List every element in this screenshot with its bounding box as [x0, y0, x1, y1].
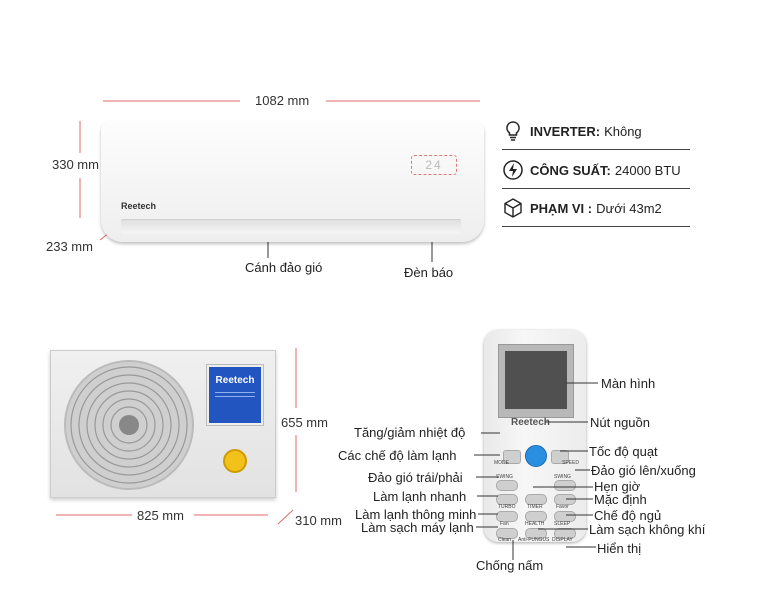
- warranty-badge: [223, 449, 247, 473]
- btn-text-clean: Clean: [498, 537, 512, 543]
- indoor-depth-label: 233 mm: [46, 239, 93, 254]
- btn-text-turbo: TURBO: [498, 504, 516, 510]
- btn-text-timer: TIMER: [527, 504, 543, 510]
- swing-lr-button[interactable]: [496, 480, 518, 491]
- btn-text-favor: Favor: [556, 504, 569, 510]
- label-power: Nút nguồn: [590, 415, 650, 430]
- btn-text-swing-ud: SWING: [554, 474, 571, 480]
- anti-fungus-button[interactable]: [525, 528, 547, 539]
- spec-range: PHẠM VI : Dưới 43m2: [502, 190, 690, 227]
- louver: [121, 219, 461, 234]
- cube-icon: [502, 197, 524, 219]
- label-display: Hiển thị: [597, 541, 642, 556]
- remote-screen: [498, 344, 574, 418]
- louver-label: Cánh đảo gió: [245, 260, 323, 275]
- label-swing-lr: Đảo gió trái/phải: [368, 470, 463, 485]
- label-screen: Màn hình: [601, 376, 656, 391]
- spec-key: INVERTER:: [530, 123, 601, 139]
- label-self-clean: Làm sạch máy lạnh: [361, 520, 474, 535]
- health-button[interactable]: [525, 511, 547, 522]
- label-default: Mặc định: [594, 492, 647, 507]
- lightbulb-icon: [502, 120, 524, 142]
- lightning-icon: [502, 159, 524, 181]
- spec-power: CÔNG SUẤT: 24000 BTU: [502, 152, 690, 189]
- indoor-width-label: 1082 mm: [255, 93, 310, 108]
- label-smart-cool: Làm lạnh thông minh: [355, 507, 477, 522]
- temp-up-button[interactable]: [503, 450, 521, 464]
- spec-key: PHẠM VI :: [530, 200, 593, 216]
- outdoor-unit: Reetech: [50, 350, 276, 498]
- label-anti-fungus: Chống nấm: [476, 558, 544, 573]
- label-cool-modes: Các chế độ làm lạnh: [338, 448, 457, 463]
- remote-brand: Reetech: [511, 417, 550, 428]
- label-temp: Tăng/giảm nhiệt độ: [354, 425, 466, 440]
- btn-text-display: DISPLAY: [552, 537, 573, 543]
- btn-text-swing-lr: SWING: [496, 474, 513, 480]
- btn-text-sleep: SLEEP: [554, 521, 571, 527]
- outdoor-brand: Reetech: [215, 375, 255, 386]
- label-timer: Hẹn giờ: [594, 479, 641, 494]
- indoor-unit: Reetech 24: [101, 121, 484, 242]
- indicator-label: Đèn báo: [404, 265, 454, 280]
- outdoor-height-label: 655 mm: [281, 415, 328, 430]
- sleep-button[interactable]: [554, 511, 576, 522]
- indoor-brand: Reetech: [121, 201, 157, 211]
- btn-text-fan: Fan: [500, 521, 509, 527]
- outdoor-badge: Reetech: [207, 365, 263, 425]
- indoor-height-label: 330 mm: [52, 157, 99, 172]
- label-turbo: Làm lạnh nhanh: [373, 489, 467, 504]
- power-button[interactable]: [525, 445, 547, 467]
- btn-text-speed: SPEED: [562, 460, 579, 466]
- outdoor-depth-label: 310 mm: [295, 513, 342, 528]
- swing-ud-button[interactable]: [554, 480, 576, 491]
- turbo-button[interactable]: [496, 494, 518, 505]
- spec-inverter: INVERTER: Không: [502, 113, 690, 150]
- spec-value: Dưới 43m2: [596, 200, 662, 216]
- btn-text-mode: MODE: [494, 460, 509, 466]
- label-fan-speed: Tốc độ quạt: [589, 444, 658, 459]
- spec-value: Không: [604, 123, 642, 139]
- fan-button[interactable]: [496, 511, 518, 522]
- btn-text-health: HEALTH: [525, 521, 545, 527]
- spec-value: 24000 BTU: [614, 162, 681, 178]
- outdoor-width-label: 825 mm: [137, 508, 184, 523]
- label-sleep: Chế độ ngủ: [594, 508, 662, 523]
- spec-key: CÔNG SUẤT:: [530, 162, 611, 178]
- indicator-display: 24: [411, 155, 457, 175]
- label-air-clean: Làm sạch không khí: [589, 522, 706, 537]
- btn-text-anti-fungus: Anti-FUNGUS: [518, 537, 550, 543]
- label-swing-ud: Đảo gió lên/xuống: [591, 463, 696, 478]
- timer-button[interactable]: [525, 494, 547, 505]
- clean-button[interactable]: [496, 528, 518, 539]
- fan-grille: [64, 360, 194, 490]
